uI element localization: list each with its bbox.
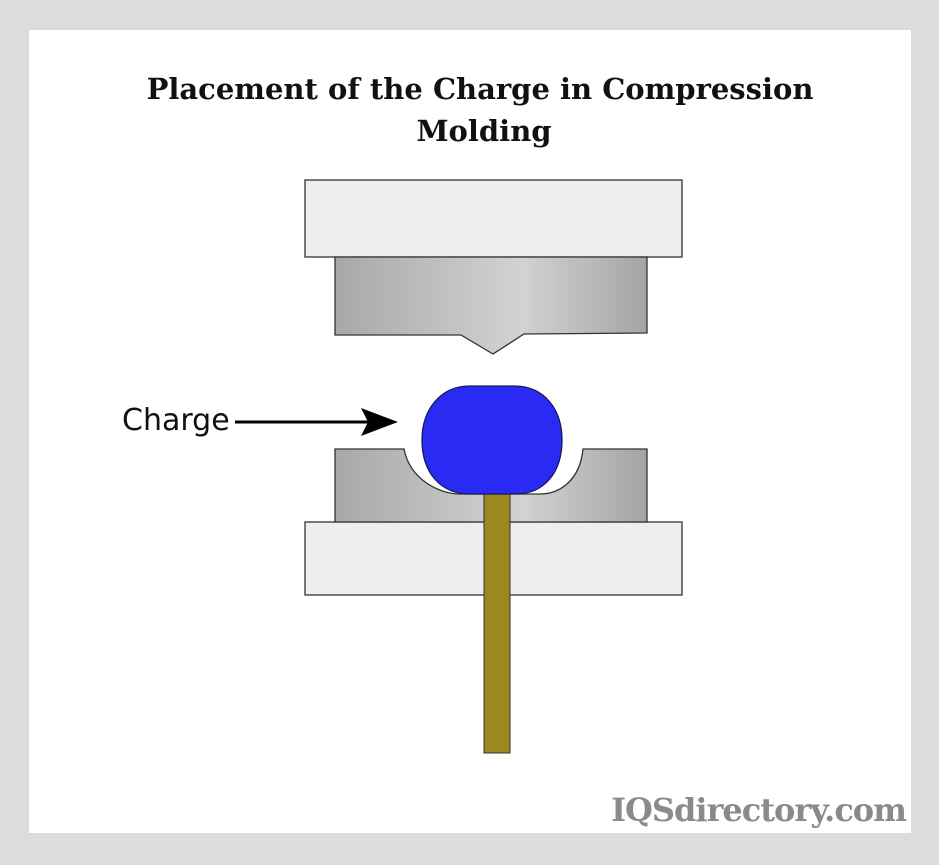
ejector-rod [483, 493, 511, 754]
upper-mold-punch [334, 256, 648, 355]
arrowhead-icon [361, 408, 398, 436]
title-line-1: Placement of the Charge in Compression [147, 72, 814, 106]
watermark-logo: IQSdirectory.com [611, 791, 907, 829]
lower-mold-cavity [334, 448, 648, 523]
charge [421, 385, 563, 495]
title-line-2: Molding [416, 114, 551, 148]
charge-label: Charge [122, 403, 230, 438]
upper-platen [304, 179, 683, 258]
